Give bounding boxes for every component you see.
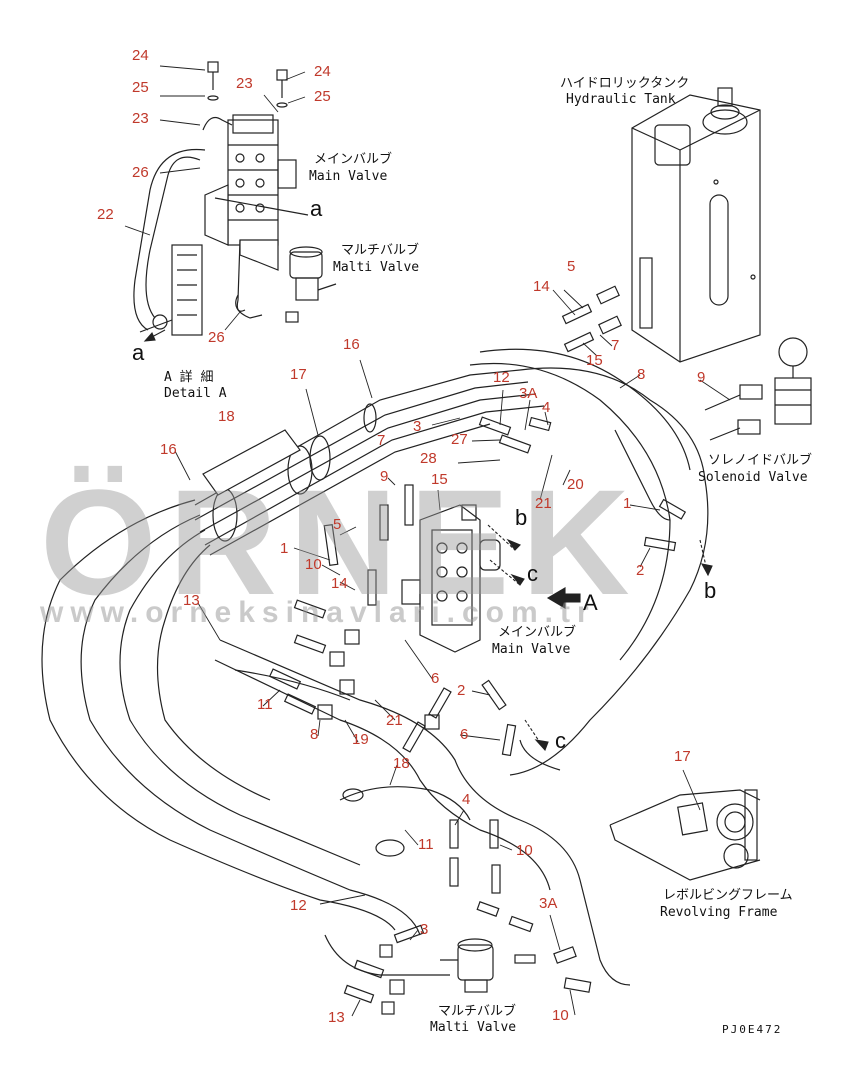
part-number: 2 [457,682,466,699]
part-number: 10 [516,842,533,859]
detail-a-jp-label: A 詳 細 [164,370,214,385]
leader-lines [124,65,731,1017]
main-valve-center [401,504,501,653]
part-number: 15 [586,352,603,369]
drawing-code: PJ0E472 [722,1023,783,1036]
part-number: 15 [431,471,448,488]
main-valve-center-en-label: Main Valve [492,642,571,657]
part-number: 8 [310,726,319,743]
part-number: 25 [314,88,331,105]
solenoid-valve-en-label: Solenoid Valve [698,470,808,485]
marker-b-1: b [515,505,528,530]
part-number: 23 [236,75,253,92]
marker-A: A [583,590,598,615]
hydraulic-tank-jp-label: ハイドロリックタンク [560,76,690,91]
part-number: 3 [413,418,422,435]
marker-a-1: a [310,196,323,221]
long-hoses [41,348,709,986]
part-number: 16 [343,336,360,353]
part-number: 22 [97,206,114,223]
part-number: 24 [314,63,331,80]
multi-valve-bottom-en-label: Malti Valve [430,1020,517,1035]
part-number: 24 [132,47,149,64]
part-number: 2 [636,562,645,579]
marker-b-2: b [704,578,717,603]
part-number: 6 [460,726,469,743]
part-number: 11 [418,836,434,853]
main-valve-detail [133,61,309,336]
marker-a-2: a [132,340,145,365]
multi-valve-bottom-jp-label: マルチバルブ [438,1004,517,1019]
marker-c-1: c [527,561,538,586]
part-number: 1 [623,495,632,512]
part-number: 21 [386,712,403,729]
part-number: 20 [567,476,584,493]
revolving-frame-jp-label: レボルビングフレーム [663,888,793,903]
part-number: 16 [160,441,177,458]
part-number: 26 [132,164,149,181]
part-number: 14 [533,278,550,295]
part-number: 9 [380,468,389,485]
part-number: 13 [183,592,200,609]
part-number: 8 [637,366,646,383]
multi-valve-bottom [343,819,592,1015]
part-number: 3A [519,385,538,402]
hydraulic-tank-en-label: Hydraulic Tank [566,92,676,107]
part-number: 12 [493,369,510,386]
part-number: 7 [611,337,620,354]
part-number: 9 [697,369,706,386]
multi-valve-top-en-label: Malti Valve [333,260,420,275]
part-number: 4 [542,399,551,416]
part-number: 4 [462,791,471,808]
part-number: 21 [535,495,552,512]
part-number: 12 [290,897,307,914]
part-number: 27 [451,431,468,448]
multi-valve-top [285,246,337,323]
hydraulic-tank [631,87,761,363]
part-number: 14 [331,575,348,592]
part-number: 28 [420,450,437,467]
solenoid-valve [704,337,812,441]
detail-a-en-label: Detail A [164,386,227,401]
part-number: 6 [431,670,440,687]
multi-valve-top-jp-label: マルチバルブ [341,243,420,258]
revolving-frame [609,789,761,881]
part-number: 5 [567,258,576,275]
part-number: 13 [328,1009,345,1026]
watermark-brand: ÖRNEK [40,458,642,626]
part-number: 3 [420,921,429,938]
part-number: 26 [208,329,225,346]
part-number: 10 [552,1007,569,1024]
main-valve-top-jp-label: メインバルブ [314,152,393,167]
part-number: 18 [393,755,410,772]
hose-bundle [194,369,545,556]
part-number: 17 [290,366,307,383]
part-number: 3A [539,895,558,912]
part-number: 5 [333,516,342,533]
part-number: 23 [132,110,149,127]
fittings-middle [268,285,687,757]
watermark-url: www.orneksinavlari.com.tr [40,596,596,629]
main-valve-top-en-label: Main Valve [309,169,388,184]
part-number: 19 [352,731,369,748]
part-number: 11 [257,696,273,713]
part-number: 17 [674,748,691,765]
revolving-frame-en-label: Revolving Frame [660,905,778,920]
part-number: 1 [280,540,289,557]
part-number: 18 [218,408,235,425]
part-number: 10 [305,556,322,573]
part-number: 25 [132,79,149,96]
part-number: 7 [377,432,386,449]
flow-arrows [143,329,713,752]
main-valve-center-jp-label: メインバルブ [498,625,577,640]
solenoid-valve-jp-label: ソレノイドバルブ [708,453,813,468]
marker-c-2: c [555,728,566,753]
